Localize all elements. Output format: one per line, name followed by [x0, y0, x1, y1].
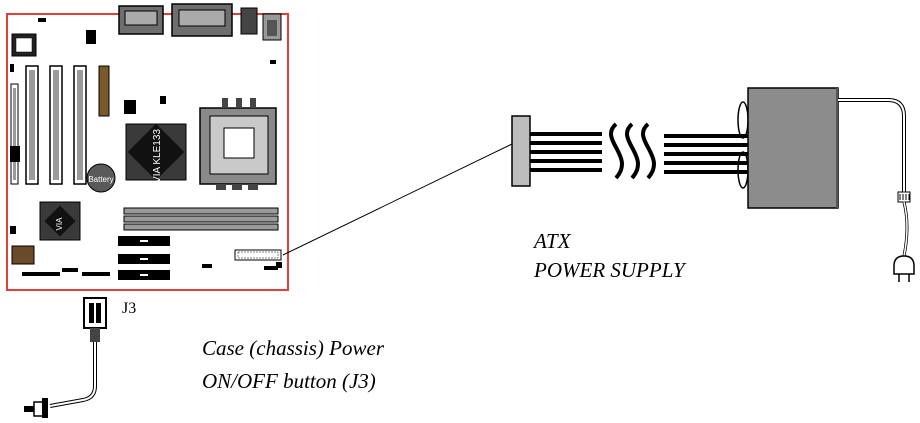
case-button-label-line1: Case (chassis) Power: [202, 336, 384, 360]
motherboard: VIA KLE133 Battery VIA: [6, 3, 289, 291]
front-panel-header: [22, 272, 60, 276]
svg-text:VIA KLE133: VIA KLE133: [152, 129, 163, 183]
ac-plug-icon: [893, 255, 915, 282]
io-chip: [11, 245, 35, 265]
atx-plug: [511, 115, 531, 187]
rear-io-ports: [118, 3, 282, 41]
psu-box: [747, 87, 839, 209]
svg-text:VIA: VIA: [55, 217, 64, 231]
j3-connector: [83, 297, 107, 342]
cmos-battery: Battery: [86, 163, 116, 193]
pci-slots: [10, 65, 87, 185]
smd-component: [38, 18, 46, 22]
svg-text:Battery: Battery: [88, 175, 113, 184]
power-button-icon: [24, 398, 48, 418]
agp-slot: [98, 65, 110, 117]
dimm-slots: [123, 207, 279, 231]
cpu-socket: [199, 98, 277, 190]
cable-break-symbol: [609, 122, 656, 180]
case-button-label-line2: ON/OFF button (J3): [202, 369, 376, 393]
power-cable: [530, 132, 748, 174]
south-bridge-chip: VIA: [39, 201, 81, 241]
power-supply-label: POWER SUPPLY: [534, 258, 685, 282]
connection-line: [282, 143, 513, 256]
jumper-block: [86, 30, 96, 44]
atx-power-connector: [234, 249, 282, 261]
power-button-cable: [49, 342, 97, 408]
ide-connectors: [118, 236, 170, 280]
atx-label: ATX: [534, 229, 571, 253]
j3-label: J3: [122, 300, 137, 317]
north-bridge-chip: VIA KLE133: [125, 123, 187, 183]
atx-power-supply: [511, 87, 839, 209]
ac-power-cord: [838, 98, 911, 257]
bios-jumpers: [124, 100, 136, 114]
